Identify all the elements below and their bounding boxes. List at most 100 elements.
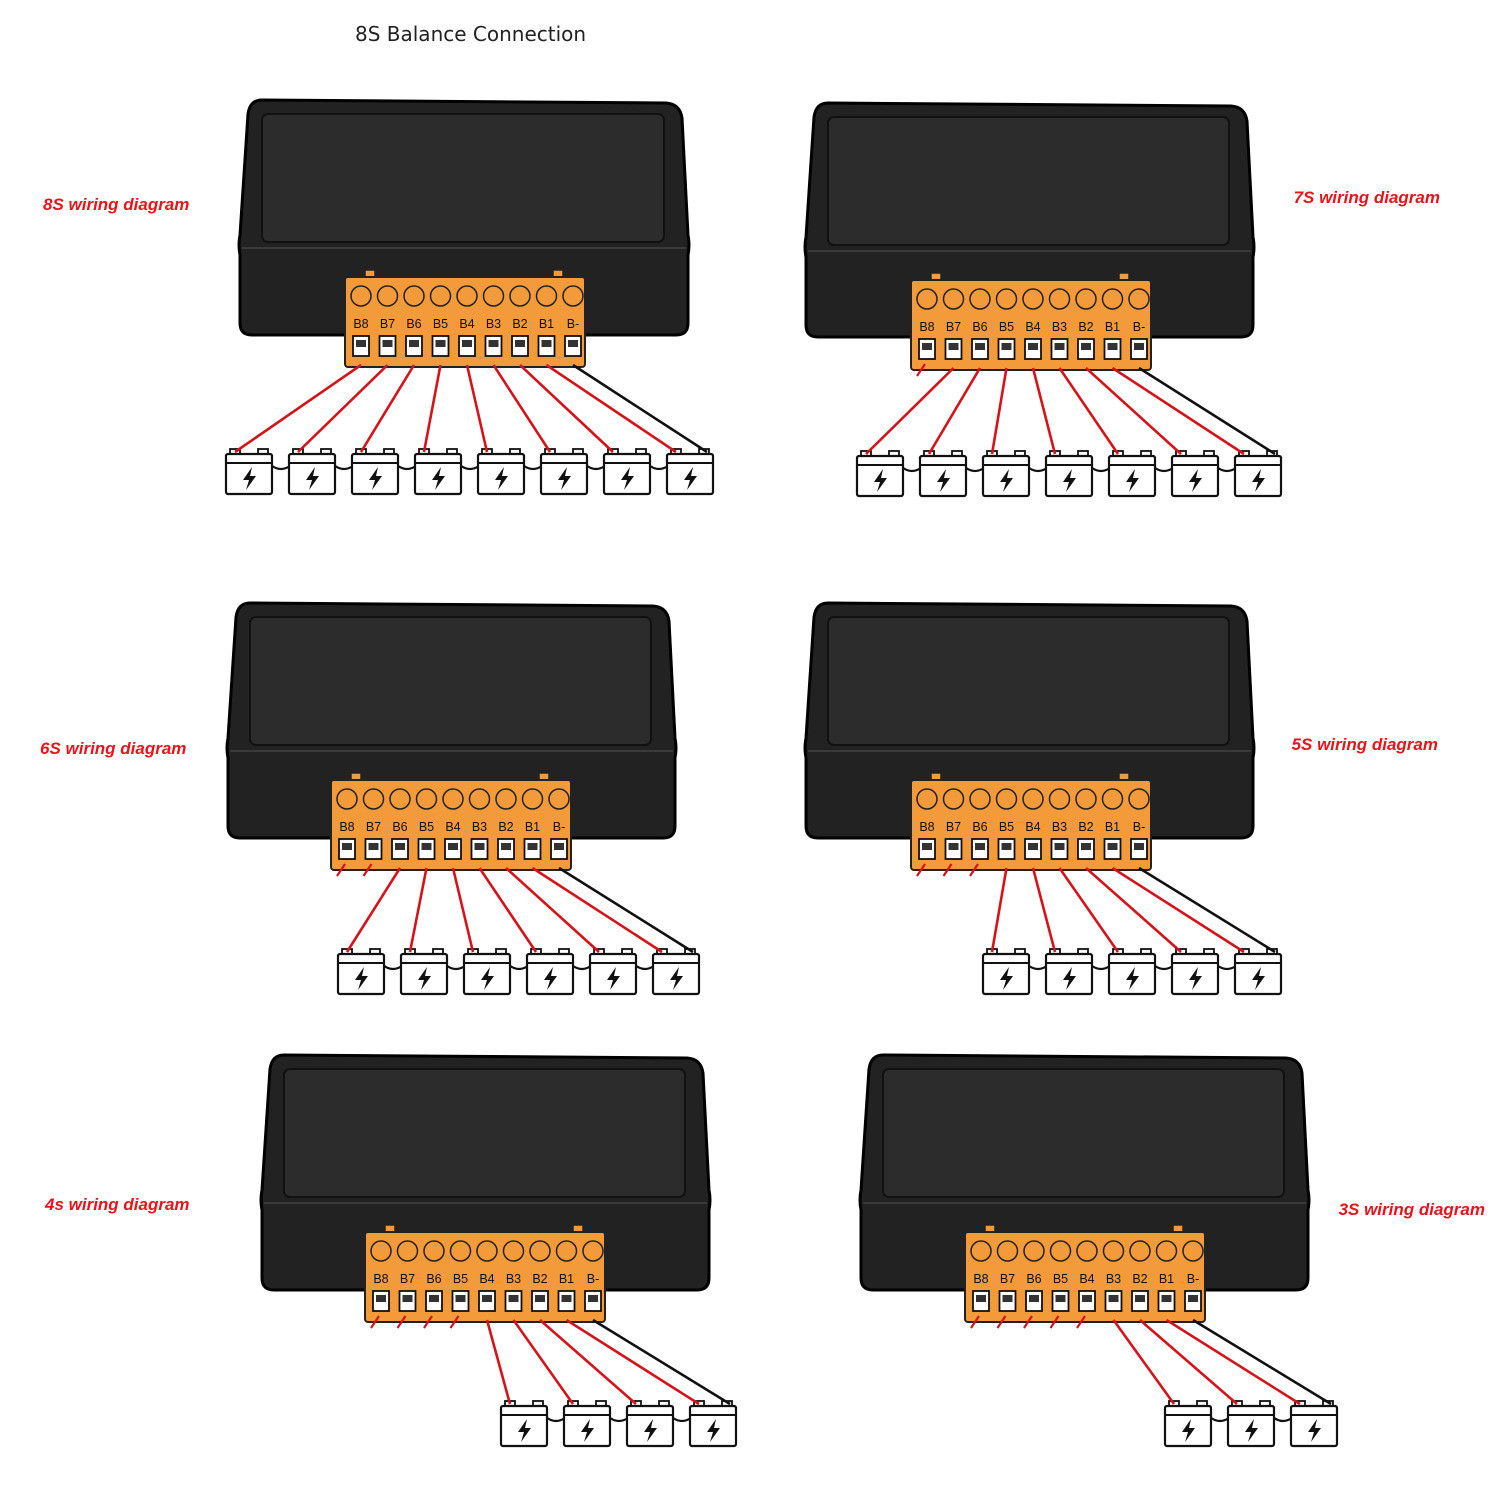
- lightning-icon: [1126, 967, 1139, 990]
- battery-icon: [287, 448, 337, 496]
- battery-icon: [1226, 1400, 1276, 1448]
- unused-lead: [362, 863, 373, 877]
- pin-label: B7: [380, 317, 395, 331]
- unused-lead: [449, 1315, 460, 1329]
- battery-icon: [1044, 450, 1094, 498]
- battery-icon: [224, 448, 274, 496]
- balance-wire: [345, 867, 402, 953]
- pin-label: B-: [1133, 820, 1146, 834]
- pin-label: B6: [392, 820, 407, 834]
- lightning-icon: [1189, 469, 1202, 492]
- pin-label: B7: [1000, 1272, 1015, 1286]
- battery-icon: [1170, 450, 1220, 498]
- balance-wire: [1058, 867, 1120, 953]
- pin-label: B4: [459, 317, 474, 331]
- pin-label: B7: [366, 820, 381, 834]
- lightning-icon: [937, 469, 950, 492]
- battery-icon: [665, 448, 715, 496]
- pin-label: B4: [1025, 820, 1040, 834]
- unused-lead: [916, 363, 926, 377]
- balance-wire: [1112, 1319, 1176, 1405]
- pin-label: B1: [525, 820, 540, 834]
- battery-icon: [1233, 948, 1283, 996]
- balance-wire: [478, 867, 538, 953]
- pin-label: B5: [419, 820, 434, 834]
- lightning-icon: [558, 467, 571, 490]
- pin-label: B1: [1105, 820, 1120, 834]
- lightning-icon: [1308, 1419, 1321, 1442]
- balance-wire: [505, 867, 600, 953]
- lightning-icon: [644, 1419, 657, 1442]
- pin-label: B2: [1078, 820, 1093, 834]
- negative-wire: [572, 363, 708, 454]
- pin-label: B3: [486, 317, 501, 331]
- battery-icon: [336, 948, 386, 996]
- balance-wire: [465, 364, 489, 453]
- battery-icon: [588, 948, 638, 996]
- pin-label: B4: [1079, 1272, 1094, 1286]
- unused-lead: [423, 1315, 433, 1329]
- battery-icon: [688, 1400, 738, 1448]
- pin-label: B1: [1105, 320, 1120, 334]
- pin-label: B7: [400, 1272, 415, 1286]
- lightning-icon: [1252, 967, 1265, 990]
- unused-lead: [1049, 1315, 1060, 1329]
- battery-icon: [1107, 948, 1157, 996]
- lightning-icon: [432, 467, 445, 490]
- lightning-icon: [1126, 469, 1139, 492]
- pin-label: B2: [498, 820, 513, 834]
- pin-label: B3: [1052, 320, 1067, 334]
- unused-lead: [916, 863, 926, 877]
- battery-icon: [499, 1400, 549, 1448]
- balance-wire: [519, 364, 614, 453]
- balance-wire: [539, 1319, 637, 1405]
- balance-wire: [545, 363, 677, 454]
- lightning-icon: [581, 1419, 594, 1442]
- balance-wire: [1085, 867, 1182, 953]
- lightning-icon: [544, 967, 557, 990]
- lightning-icon: [1000, 469, 1013, 492]
- balance-wire: [565, 1318, 700, 1406]
- battery-icon: [539, 448, 589, 496]
- lightning-icon: [1063, 469, 1076, 492]
- balance-wire: [485, 1319, 512, 1405]
- balance-wire: [408, 867, 428, 953]
- balance-wire: [1058, 367, 1120, 455]
- battery-icon: [476, 448, 526, 496]
- pin-label: B4: [445, 820, 460, 834]
- balance-wire: [1111, 366, 1245, 456]
- pin-label: B1: [559, 1272, 574, 1286]
- balance-wire: [1139, 1319, 1238, 1405]
- battery-icon: [918, 450, 968, 498]
- battery-icon: [1107, 450, 1157, 498]
- balance-wire: [451, 867, 475, 953]
- pin-label: B-: [1133, 320, 1146, 334]
- pin-label: B3: [506, 1272, 521, 1286]
- unused-lead: [942, 863, 953, 877]
- pin-label: B7: [946, 320, 961, 334]
- lightning-icon: [1252, 469, 1265, 492]
- page-title: 8S Balance Connection: [355, 22, 587, 46]
- pin-label: B-: [1187, 1272, 1200, 1286]
- pin-label: B-: [587, 1272, 600, 1286]
- diagram-label: 8S wiring diagram: [43, 195, 189, 214]
- unused-lead: [396, 1315, 407, 1329]
- balance-wire: [990, 367, 1008, 455]
- battery-icon: [981, 450, 1031, 498]
- battery-icon: [651, 948, 701, 996]
- balance-wire: [359, 364, 416, 453]
- unused-lead: [1023, 1315, 1033, 1329]
- pin-label: B-: [553, 820, 566, 834]
- battery-icon: [1163, 1400, 1213, 1448]
- pin-label: B8: [353, 317, 368, 331]
- pin-label: B5: [999, 820, 1014, 834]
- battery-icon: [855, 450, 905, 498]
- unused-lead: [1076, 1315, 1086, 1329]
- negative-wire: [592, 1318, 731, 1406]
- negative-wire: [558, 866, 694, 954]
